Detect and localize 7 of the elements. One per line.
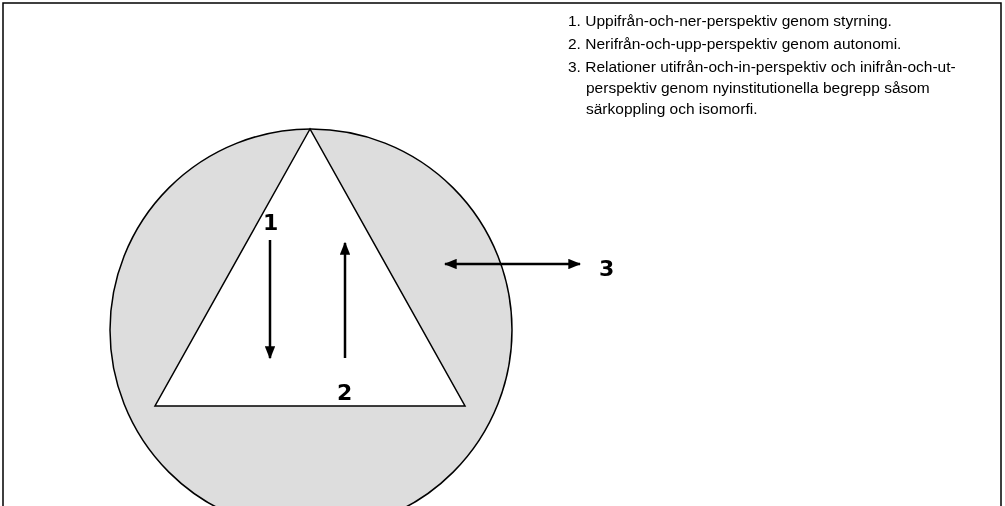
list-item: 3. Relationer utifrån-och-in-perspektiv och inifrån-och-ut-perspektiv genom nyinstitutionella begrepp såsom särkoppling och isomorfi. xyxy=(568,57,957,119)
step-number: 1 xyxy=(263,210,279,235)
list-item: 2. Nerifrån-och-upp-perspektiv genom autonomi. xyxy=(568,34,903,54)
triangle-shape xyxy=(155,128,465,407)
step-number: 2 xyxy=(337,380,353,405)
list-item: 1. Uppifrån-och-ner-perspektiv genom styrning. xyxy=(568,11,893,31)
step-number: 3 xyxy=(599,256,615,281)
